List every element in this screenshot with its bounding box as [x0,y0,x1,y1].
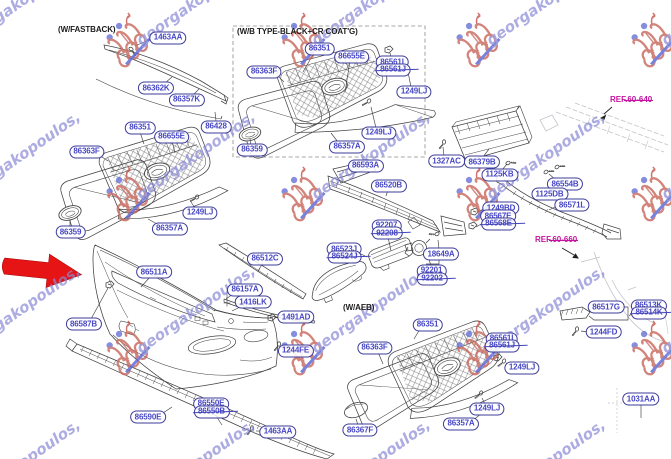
part-label-1249lj: 1249LJ [360,126,397,139]
part-label-86568e: 86568E [479,217,525,230]
part-label-86524j: 86524J [326,250,370,263]
part-label-86357a: 86357A [328,140,366,153]
part-label-86517g: 86517G [587,300,625,314]
part-label-1249lj: 1249LJ [504,361,540,374]
part-label-86587b: 86587B [65,317,102,331]
ghost-bracket-lines [608,388,622,433]
screw-icon [542,166,555,178]
front-bumper-cover-drawing [92,244,278,390]
screw-icon [553,161,566,173]
clip-icon [105,280,115,289]
part-label-86511a: 86511A [136,265,172,279]
part-label-1463aa: 1463AA [149,31,187,44]
part-label-1244fd: 1244FD [585,325,622,339]
part-label-86351: 86351 [124,121,156,134]
part-label-86655e: 86655E [333,50,370,63]
part-label-86590e: 86590E [130,410,166,424]
part-label-86363f: 86363F [68,145,105,158]
part-label-92202: 92202 [415,272,456,285]
screw-icon [571,325,580,337]
part-label-1491ad: 1491AD [277,310,315,324]
bumper-reinforcement-beam-drawing [327,175,467,237]
part-label-1244fe: 1244FE [277,344,314,357]
part-label-1125db: 1125DB [530,187,569,201]
superseded-strike-line [629,311,671,315]
ghost-radiator-support-drawing [539,102,669,153]
watermark-text: georgakopoulos, [483,416,609,459]
hyundai-badge-drawing [58,205,82,221]
watermark-text: georgakopoulos, [658,416,671,459]
bumper-upper-rail-strip-drawing [218,242,307,300]
part-label-1249lj: 1249LJ [182,206,218,219]
part-label-86362k: 86362K [137,81,175,95]
drl-lamp-left-drawing [311,261,367,303]
part-label-1031aa: 1031AA [622,392,660,406]
part-label-86359: 86359 [55,225,86,239]
watermark-text: georgakopoulos, [658,108,671,204]
ref-label-60-640: REF.60-640 [610,95,654,104]
screw-icon [428,228,441,240]
clip-icon [468,221,478,230]
part-label-86357a: 86357A [442,417,480,430]
part-label-86363f: 86363F [246,65,282,78]
pointer-arrow [1,253,83,288]
part-label-1249lj: 1249LJ [469,402,505,415]
part-label-86520b: 86520B [370,179,407,192]
part-label-86359: 86359 [236,143,268,156]
clip-icon [267,313,277,322]
part-label-86512c: 86512C [246,252,284,265]
part-label-86379b: 86379B [463,155,501,169]
part-label-86561j: 86561J [374,63,419,76]
part-label-86655e: 86655E [153,130,190,143]
screw-icon [473,388,484,401]
wb-hyundai-badge-drawing [238,126,262,142]
screw-icon [361,96,372,109]
side-bracket-drawing [559,306,591,321]
part-label-18649a: 18649A [422,247,460,261]
watermark-text: georgakopoulos, [0,416,84,459]
part-label-1463aa: 1463AA [259,425,297,438]
section-title-aeb: (W/AEB) [343,303,375,312]
part-label-86351: 86351 [304,42,335,55]
part-label-1327ac: 1327AC [427,154,466,168]
part-label-86367f: 86367F [342,423,378,437]
clip-icon [384,45,394,54]
drl-lamp-right-drawing [368,237,414,271]
part-label-1249lj: 1249LJ [396,85,432,98]
part-label-86157a: 86157A [226,283,264,296]
part-label-86357k: 86357K [168,93,205,106]
part-label-86571l: 86571L [554,198,590,212]
part-label-86357a: 86357A [151,222,188,235]
aeb-badge-cover-drawing [344,401,368,419]
part-label-86593a: 86593A [347,159,384,172]
part-label-92208: 92208 [370,226,411,240]
part-label-86550b: 86550B [192,405,238,418]
watermark-text: georgakopoulos, [483,0,609,49]
part-label-86514k: 86514K [629,306,671,319]
ref-arrows [561,106,613,259]
part-label-1416lk: 1416LK [234,295,272,309]
part-label-86428: 86428 [200,120,232,133]
air-guard-panel-drawing [451,105,533,162]
screw-icon [438,138,447,150]
section-title-wb-type: (W/B TYPE-BLACK+CR COAT'G) [237,27,358,36]
part-label-86363f: 86363F [356,341,393,354]
part-label-86351: 86351 [412,318,443,331]
part-label-86561j: 86561J [483,339,528,352]
watermark-text: georgakopoulos, [308,416,434,459]
ref-label-60-660: REF.60-660 [535,235,579,244]
part-drawings [58,25,669,459]
part-label-1125kb: 1125KB [480,168,519,181]
section-title-fastback: (W/FASTBACK) [58,25,116,34]
